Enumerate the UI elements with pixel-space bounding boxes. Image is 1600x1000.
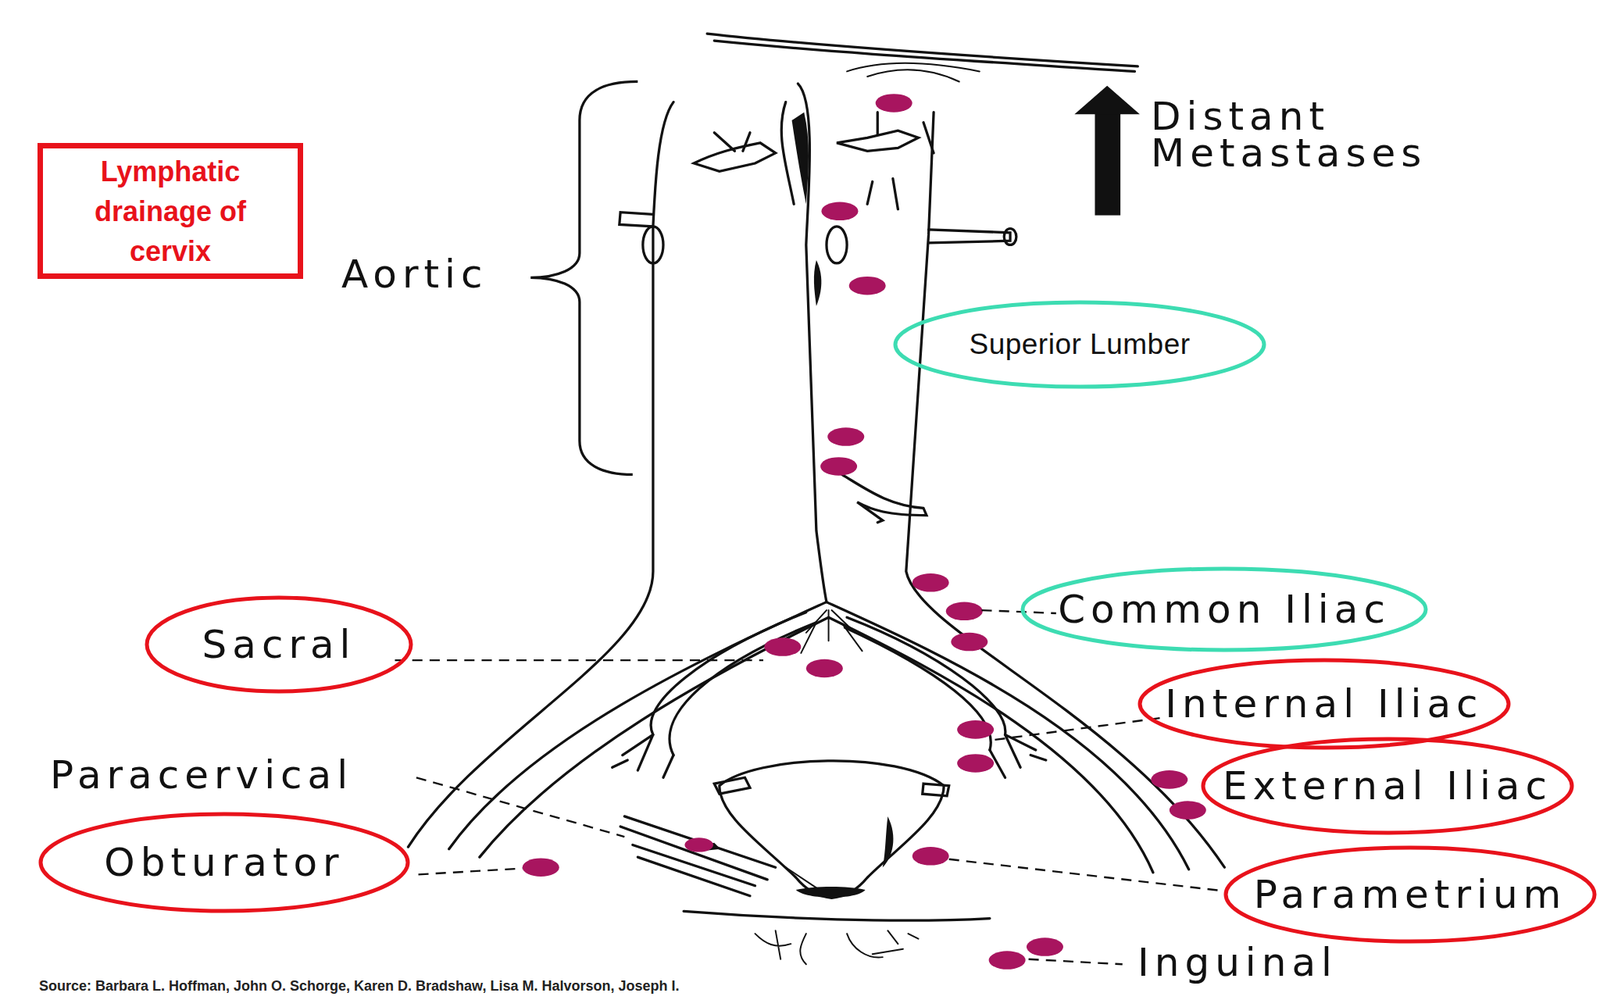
- region-label: Aortic: [341, 251, 488, 297]
- lymph-node-ellipse: Sacral: [144, 595, 414, 694]
- node-group-label: Paracervical: [50, 752, 354, 798]
- black-fills: [699, 112, 894, 898]
- lymph-node-ellipse: Obturator: [38, 811, 411, 914]
- lymph-node-ellipse: Common Iliac: [1020, 566, 1429, 653]
- title-text: Lymphatic drainage of cervix: [76, 151, 265, 272]
- lymph-node-ellipse: Internal Iliac: [1137, 657, 1511, 750]
- node-label: Sacral: [202, 621, 357, 668]
- lymph-node-ellipse: External Iliac: [1200, 736, 1575, 836]
- node-label: Internal Iliac: [1164, 681, 1483, 727]
- node-label: Parametrium: [1253, 871, 1568, 918]
- metastases-label: Distant Metastases: [1150, 98, 1487, 172]
- node-group-label: Inguinal: [1137, 939, 1338, 986]
- metastases-arrow: [1074, 85, 1140, 216]
- node-label: Common Iliac: [1057, 586, 1391, 633]
- node-label: Superior Lumber: [968, 328, 1190, 361]
- vessels: [407, 33, 1225, 965]
- aortic-bracket: [530, 81, 638, 475]
- source-note: Source: Barbara L. Hoffman, John O. Scho…: [39, 978, 680, 995]
- lymph-node-ellipse: Superior Lumber: [892, 300, 1267, 390]
- node-label: Obturator: [103, 839, 344, 886]
- lymph-node-ellipse: Parametrium: [1223, 845, 1597, 944]
- leader-lines: [394, 610, 1222, 965]
- node-label: External Iliac: [1222, 763, 1553, 809]
- title-box: Lymphatic drainage of cervix: [37, 142, 304, 279]
- lymph-node-dots: [522, 93, 1207, 970]
